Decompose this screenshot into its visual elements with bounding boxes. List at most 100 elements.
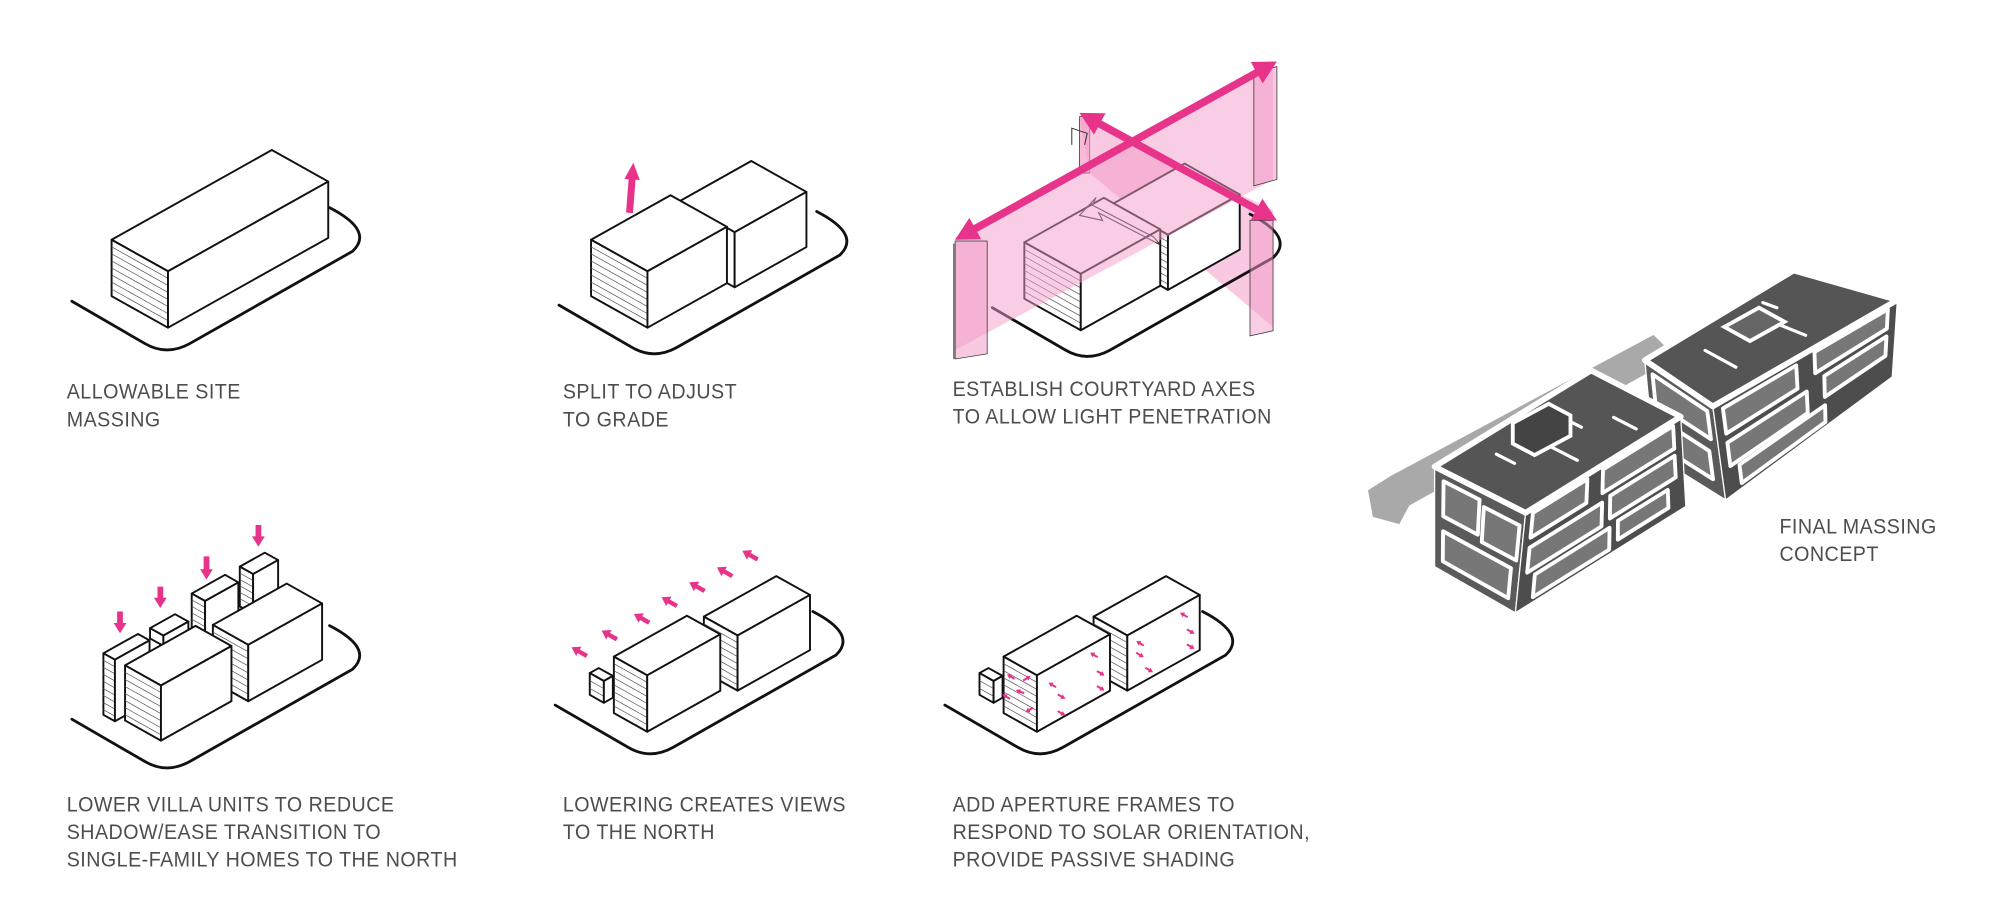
floor-line bbox=[124, 679, 162, 700]
box-front-face bbox=[733, 190, 808, 289]
floor-line bbox=[124, 686, 162, 707]
plane-post bbox=[1253, 66, 1278, 187]
panel-allowable-site-massing bbox=[70, 149, 362, 352]
aperture-arrow-icon bbox=[1015, 689, 1025, 695]
floor-line bbox=[1003, 677, 1038, 697]
site-ground-line bbox=[943, 610, 1235, 756]
panel-lowering-views bbox=[553, 550, 845, 756]
roof-stair-core bbox=[1510, 401, 1573, 458]
down-arrow-icon bbox=[200, 556, 213, 580]
aperture-frame bbox=[1528, 477, 1590, 540]
floor-line bbox=[703, 623, 738, 643]
down-arrow-icon bbox=[113, 611, 127, 634]
aperture-frame bbox=[1607, 453, 1678, 521]
floor-line bbox=[103, 695, 116, 703]
view-arrow-icon bbox=[689, 581, 706, 593]
floor-line bbox=[979, 688, 994, 697]
panel-final-massing bbox=[1365, 267, 1901, 615]
floor-line bbox=[103, 660, 116, 668]
floor-line bbox=[191, 618, 206, 627]
floor-line bbox=[1003, 684, 1038, 704]
site-ground-line bbox=[553, 610, 845, 756]
floor-line bbox=[613, 691, 648, 711]
aperture-arrow-icon bbox=[1144, 666, 1154, 673]
box-front-face bbox=[1035, 633, 1111, 733]
aperture-arrow-icon bbox=[1006, 674, 1016, 680]
site-ground-line bbox=[70, 624, 362, 770]
panel-lower-villa-units bbox=[70, 524, 362, 770]
floor-line bbox=[590, 260, 648, 293]
box-front-face bbox=[602, 674, 614, 704]
site-ground-line bbox=[557, 210, 849, 356]
aperture-arrow-icon bbox=[1186, 643, 1195, 649]
small-box bbox=[588, 667, 614, 704]
aperture-arrow-icon bbox=[1025, 706, 1034, 713]
box-front-face bbox=[159, 645, 233, 742]
floor-line bbox=[590, 246, 648, 279]
floor-line bbox=[191, 612, 206, 621]
floor-line bbox=[124, 707, 162, 729]
site-ground-line bbox=[70, 206, 362, 352]
floor-line bbox=[191, 599, 206, 608]
aperture-frame bbox=[1812, 307, 1890, 376]
floor-line bbox=[590, 267, 648, 300]
floor-line bbox=[1003, 698, 1038, 718]
roof-slot bbox=[1494, 452, 1517, 465]
floor-line bbox=[589, 680, 605, 689]
plane-post bbox=[954, 240, 988, 360]
floor-line bbox=[212, 631, 249, 653]
floor-line bbox=[124, 700, 162, 722]
aperture-frame bbox=[1440, 529, 1513, 601]
box-front-face bbox=[646, 633, 722, 733]
floor-line bbox=[590, 253, 648, 286]
aperture-arrow-icon bbox=[1136, 640, 1145, 647]
aperture-frame bbox=[1525, 500, 1605, 575]
aperture-arrow-icon bbox=[1057, 710, 1066, 716]
aperture-arrow-icon bbox=[1002, 694, 1011, 700]
floor-line bbox=[103, 667, 116, 675]
roof-slot bbox=[1703, 348, 1738, 369]
aperture-arrow-icon bbox=[1022, 675, 1031, 682]
roof-slot bbox=[1761, 300, 1779, 310]
floor-line bbox=[124, 693, 162, 714]
lower-box bbox=[590, 194, 728, 329]
plane-post bbox=[1249, 220, 1274, 337]
roof-slot bbox=[1777, 322, 1808, 337]
aperture-frame bbox=[1737, 403, 1828, 485]
floor-line bbox=[239, 572, 254, 581]
floor-line bbox=[103, 702, 116, 710]
panel-split-to-adjust bbox=[557, 160, 849, 356]
axis-arrow-icon bbox=[1114, 61, 1277, 154]
panel-courtyard-axes bbox=[953, 61, 1282, 360]
floor-line bbox=[1003, 691, 1038, 711]
small-box bbox=[978, 667, 1004, 704]
floor-line bbox=[103, 674, 116, 682]
panel-aperture-frames bbox=[943, 575, 1235, 756]
view-arrow-icon bbox=[633, 613, 651, 625]
floor-line bbox=[979, 680, 994, 689]
down-arrow-icon bbox=[251, 524, 265, 547]
box-front-face bbox=[646, 225, 728, 329]
floor-line bbox=[613, 670, 648, 690]
aperture-frame bbox=[1822, 334, 1889, 399]
aperture-frame bbox=[1725, 389, 1810, 468]
floor-line bbox=[111, 253, 169, 286]
box-front-face bbox=[1126, 594, 1201, 692]
floor-line bbox=[613, 677, 648, 697]
aperture-arrow-icon bbox=[1089, 652, 1099, 659]
floor-line bbox=[111, 246, 169, 279]
down-arrow-icon bbox=[153, 586, 167, 609]
floor-line bbox=[590, 281, 648, 314]
aperture-frame bbox=[1720, 363, 1800, 436]
floor-line bbox=[124, 714, 162, 736]
axis-arrow-icon bbox=[955, 147, 1118, 240]
view-arrow-icon bbox=[716, 566, 734, 579]
allowable-massing-box bbox=[110, 149, 330, 329]
aperture-arrow-icon bbox=[1048, 682, 1057, 689]
floor-line bbox=[111, 267, 169, 300]
floor-line bbox=[111, 288, 169, 321]
